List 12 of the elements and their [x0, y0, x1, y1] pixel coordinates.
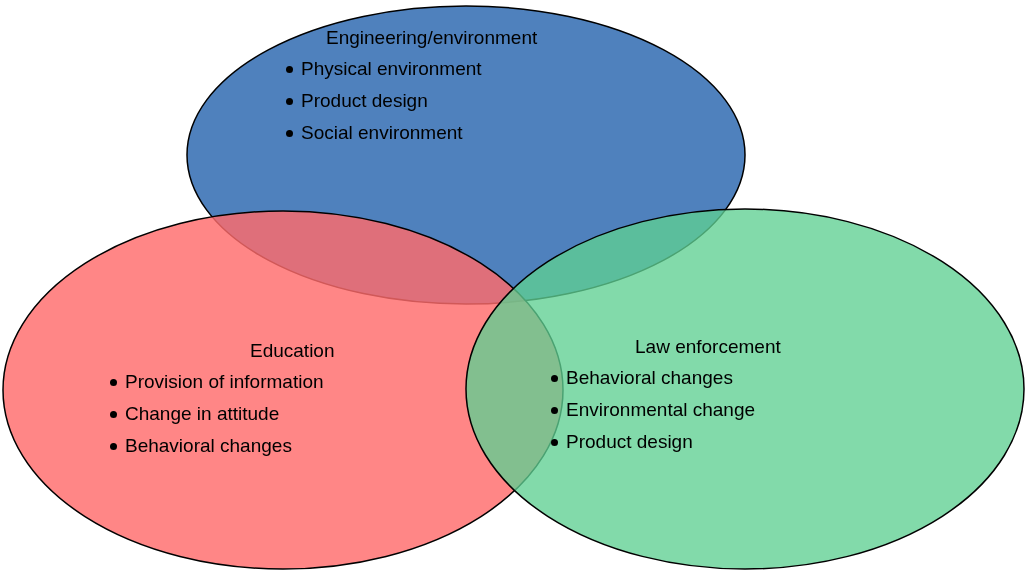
list-item: Behavioral changes — [566, 366, 733, 390]
list-item: Behavioral changes — [125, 434, 292, 458]
list-item: Environmental change — [566, 398, 756, 422]
set-heading: Engineering/environment — [326, 27, 538, 49]
list-item: Product design — [566, 430, 693, 454]
list-item: Provision of information — [125, 370, 324, 394]
set-heading: Education — [250, 340, 335, 362]
list-item: Product design — [301, 89, 428, 113]
list-item: Physical environment — [301, 57, 482, 81]
list-item: Change in attitude — [125, 402, 280, 426]
set-heading: Law enforcement — [635, 336, 781, 358]
list-item: Social environment — [301, 121, 463, 145]
